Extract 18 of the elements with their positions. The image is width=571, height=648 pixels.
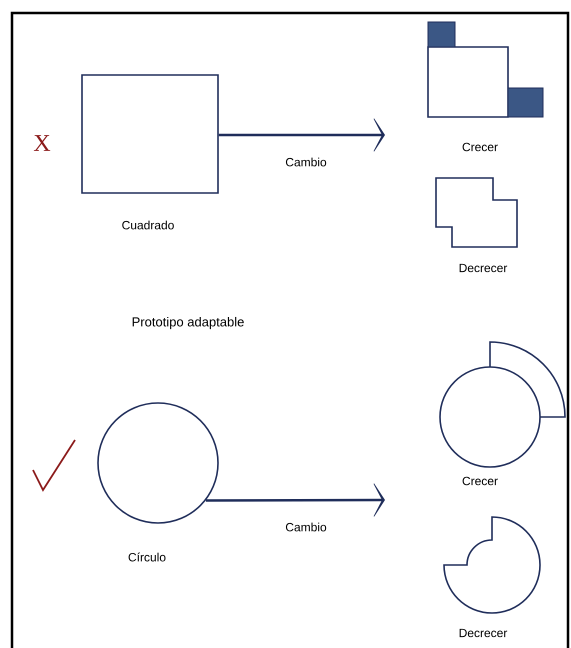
shape-caption: Decrecer: [460, 264, 508, 272]
shrinking-circle-drawing: [443, 516, 541, 614]
shrinking-square-drawing: [435, 177, 518, 248]
shape-caption: Decrecer: [460, 628, 508, 638]
shape-caption: Crecer: [462, 142, 498, 152]
circle-shape: [97, 402, 219, 524]
growing-circle-drawing: [439, 341, 566, 468]
arrow: [218, 118, 385, 152]
shape-caption: Cuadrado: [122, 220, 174, 230]
shape-caption: Crecer: [462, 476, 498, 486]
cross-mark: X: [34, 135, 50, 151]
shape-caption: Círculo: [128, 552, 166, 562]
edge-label: Cambio: [286, 522, 326, 532]
edge-label: Cambio: [286, 158, 326, 166]
arrow: [206, 483, 385, 517]
section-title: Prototipo adaptable: [132, 316, 244, 330]
growing-square-drawing: [427, 22, 544, 118]
square-shape: [81, 74, 219, 194]
